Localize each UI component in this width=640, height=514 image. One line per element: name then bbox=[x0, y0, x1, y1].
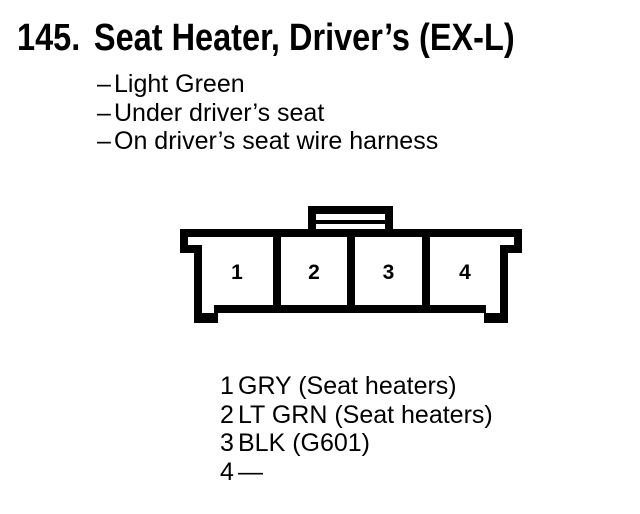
pin-number-2: 2 bbox=[308, 261, 320, 284]
pin-number-3: 3 bbox=[383, 261, 395, 284]
bullet-dash: – bbox=[97, 70, 111, 98]
page-title: 145. Seat Heater, Driver’s (EX-L) bbox=[17, 18, 515, 58]
pin-legend: 1 GRY (Seat heaters) 2 LT GRN (Seat heat… bbox=[220, 372, 493, 487]
note-text: Under driver’s seat bbox=[114, 98, 325, 127]
legend-pin-number: 3 bbox=[220, 429, 234, 458]
note-item: – Light Green bbox=[97, 70, 438, 99]
note-text: On driver’s seat wire harness bbox=[114, 127, 439, 155]
legend-row: 4 — bbox=[220, 458, 493, 487]
legend-row: 1 GRY (Seat heaters) bbox=[220, 372, 493, 401]
legend-wire-label: LT GRN (Seat heaters) bbox=[238, 400, 493, 429]
section-title: Seat Heater, Driver’s (EX-L) bbox=[93, 17, 515, 59]
bullet-dash: – bbox=[97, 98, 111, 127]
pin-number-1: 1 bbox=[231, 261, 243, 284]
pin-number-4: 4 bbox=[459, 261, 471, 284]
section-number: 145. bbox=[17, 17, 81, 59]
note-item: – Under driver’s seat bbox=[97, 99, 438, 128]
note-text: Light Green bbox=[114, 70, 245, 98]
connector-notes: – Light Green – Under driver’s seat – On… bbox=[97, 70, 438, 156]
legend-wire-label: GRY (Seat heaters) bbox=[238, 372, 457, 400]
bullet-dash: – bbox=[97, 127, 111, 155]
connector-diagram: 1 2 3 4 bbox=[180, 206, 522, 323]
legend-pin-number: 1 bbox=[220, 372, 234, 400]
legend-pin-number: 2 bbox=[220, 400, 234, 429]
legend-row: 2 LT GRN (Seat heaters) bbox=[220, 401, 493, 430]
legend-wire-label: BLK (G601) bbox=[238, 429, 371, 458]
note-item: – On driver’s seat wire harness bbox=[97, 127, 438, 156]
pin-cavity-dividers bbox=[273, 237, 430, 305]
legend-row: 3 BLK (G601) bbox=[220, 429, 493, 458]
connector-outline bbox=[180, 229, 522, 323]
legend-pin-number: 4 bbox=[220, 458, 234, 487]
legend-wire-label: — bbox=[238, 458, 263, 487]
